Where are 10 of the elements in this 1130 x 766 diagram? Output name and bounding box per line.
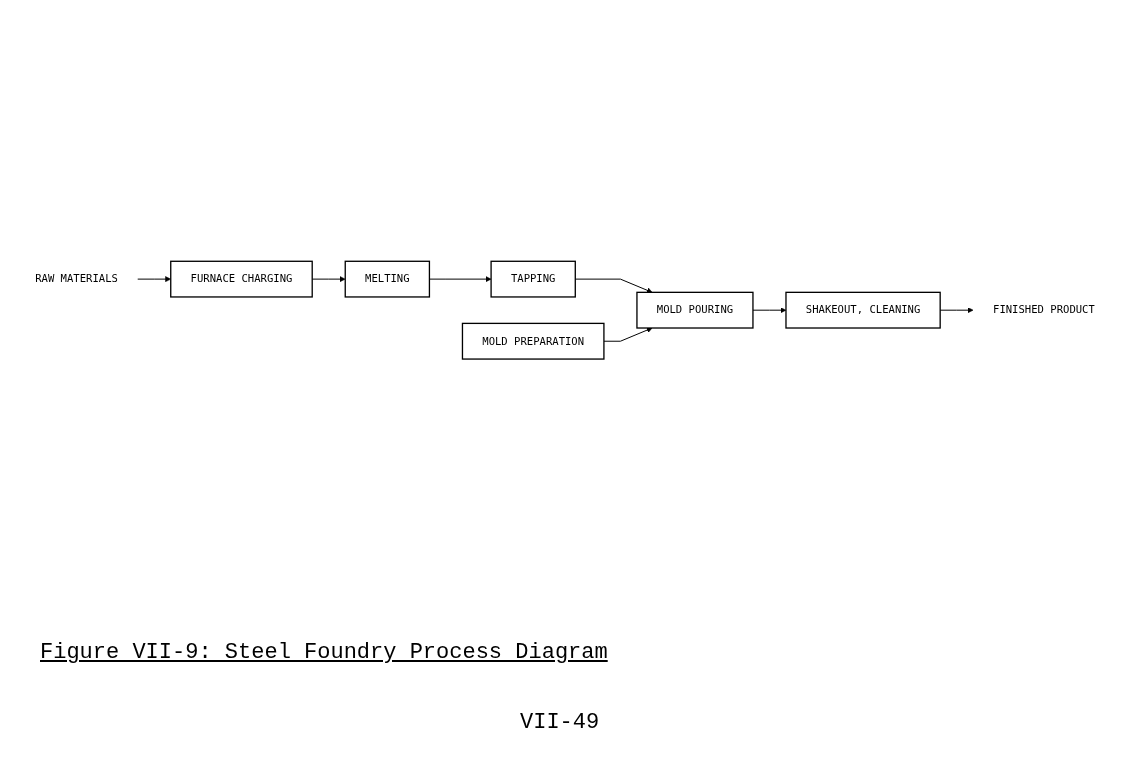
figure-caption: Figure VII-9: Steel Foundry Process Diagram: [40, 640, 608, 665]
node-text: FINISHED PRODUCT: [993, 303, 1095, 316]
node-box: SHAKEOUT, CLEANING: [785, 291, 941, 329]
node-text: RAW MATERIALS: [35, 272, 118, 285]
node-box: TAPPING: [490, 260, 576, 298]
page-number: VII-49: [520, 710, 600, 735]
node-box: MOLD POURING: [636, 291, 754, 329]
node-box: MELTING: [344, 260, 431, 298]
node-box: MOLD PREPARATION: [461, 322, 605, 360]
node-box: FURNACE CHARGING: [170, 260, 313, 298]
